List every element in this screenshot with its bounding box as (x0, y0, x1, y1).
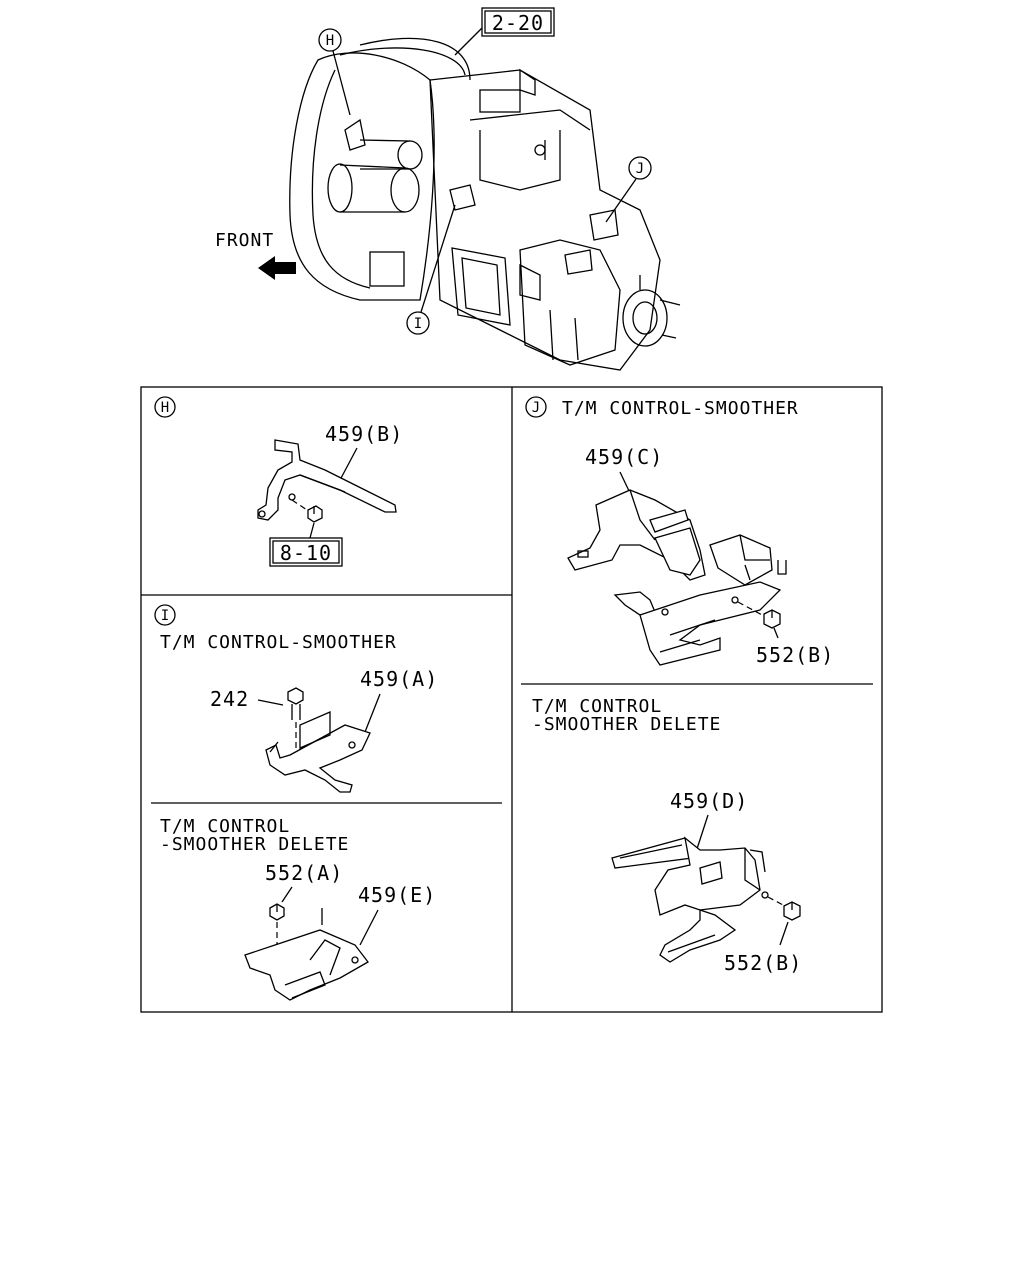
bracket-459a (265, 711, 371, 793)
svg-text:552(B): 552(B) (756, 643, 834, 667)
svg-text:H: H (161, 400, 169, 416)
svg-text:459(D): 459(D) (670, 789, 748, 813)
svg-text:459(E): 459(E) (358, 883, 436, 907)
bracket-459c (567, 489, 787, 666)
svg-text:FRONT: FRONT (215, 230, 274, 251)
svg-text:T/M CONTROL-SMOOTHER: T/M CONTROL-SMOOTHER (562, 398, 799, 419)
bracket-459e (244, 908, 369, 1001)
bracket-459b (257, 439, 397, 521)
svg-text:I: I (414, 316, 422, 332)
reference-box-2-20: 2-20 (454, 7, 555, 56)
panel-h: H 459(B) 8-10 (154, 396, 403, 567)
transmission-assembly (289, 37, 681, 371)
panel-j-smoother: J T/M CONTROL-SMOOTHER 459(C) 552(B) (525, 396, 834, 667)
reference-box-8-10: 8-10 (269, 522, 343, 567)
panels-frame (140, 386, 883, 1013)
svg-text:J: J (532, 400, 540, 416)
svg-text:J: J (636, 161, 644, 177)
panel-i-smoother: I T/M CONTROL-SMOOTHER 242 459(A) (154, 604, 438, 793)
bracket-459d (611, 836, 769, 963)
svg-text:8-10: 8-10 (280, 541, 332, 565)
svg-text:T/M CONTROL-SMOOTHER: T/M CONTROL-SMOOTHER (160, 632, 397, 653)
nut-552b-lower (767, 896, 801, 921)
nut-552b-upper (737, 601, 781, 629)
svg-text:459(C): 459(C) (585, 445, 663, 469)
svg-text:T/M CONTROL: T/M CONTROL (532, 696, 662, 717)
callout-h-top: H (318, 28, 351, 116)
svg-text:242: 242 (210, 687, 249, 711)
callout-j-top: J (605, 156, 652, 223)
svg-text:552(B): 552(B) (724, 951, 802, 975)
front-direction: FRONT (215, 230, 296, 280)
svg-text:2-20: 2-20 (492, 11, 544, 35)
panel-i-delete: T/M CONTROL -SMOOTHER DELETE 552(A) 459(… (160, 816, 436, 1001)
nut-8-10 (291, 499, 323, 523)
svg-text:-SMOOTHER DELETE: -SMOOTHER DELETE (160, 834, 349, 855)
svg-text:H: H (326, 33, 334, 49)
bolt-242 (287, 687, 304, 752)
svg-text:T/M CONTROL: T/M CONTROL (160, 816, 290, 837)
svg-text:I: I (161, 608, 169, 624)
callout-i-top: I (406, 204, 456, 335)
svg-text:552(A): 552(A) (265, 861, 343, 885)
svg-text:-SMOOTHER DELETE: -SMOOTHER DELETE (532, 714, 721, 735)
svg-text:459(B): 459(B) (325, 422, 403, 446)
svg-text:459(A): 459(A) (360, 667, 438, 691)
panel-j-delete: T/M CONTROL -SMOOTHER DELETE 459(D) 552(… (532, 696, 802, 975)
